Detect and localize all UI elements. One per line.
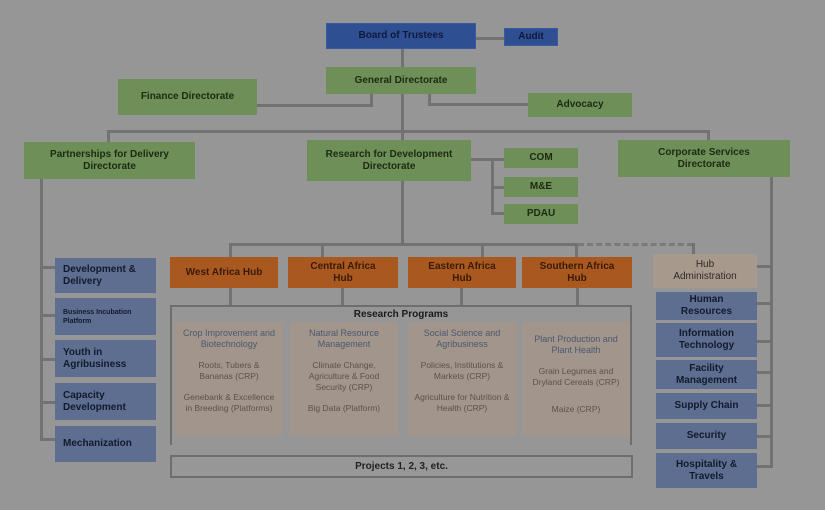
connector [481, 243, 484, 257]
connector [370, 93, 373, 107]
program-title: Social Science and Agribusiness [423, 328, 501, 349]
connector [229, 243, 232, 257]
connector [756, 465, 771, 468]
program-item: Policies, Institutions & Markets (CRP) [420, 360, 504, 381]
connector [428, 93, 431, 105]
corporate-unit[interactable]: Information Technology [656, 323, 757, 357]
program-title: Natural Resource Management [308, 328, 380, 349]
hub-eastern-africa[interactable]: Eastern Africa Hub [408, 257, 516, 288]
program-item: Grain Legumes and Dryland Cereals (CRP) [532, 366, 620, 387]
connector [40, 401, 55, 404]
connector [756, 371, 771, 374]
research-programs-header: Research Programs [170, 305, 632, 445]
connector [107, 130, 709, 133]
program-card[interactable]: Plant Production and Plant Health Grain … [522, 322, 630, 435]
connector [401, 93, 404, 143]
program-title: Crop Improvement and Biotechnology [182, 328, 276, 349]
partnership-unit[interactable]: Capacity Development [55, 383, 156, 420]
connector [401, 180, 404, 244]
partnership-unit[interactable]: Youth in Agribusiness [55, 340, 156, 377]
connector [40, 314, 55, 317]
hub-west-africa[interactable]: West Africa Hub [170, 257, 278, 288]
connector [576, 288, 579, 305]
corporate-unit[interactable]: Security [656, 423, 757, 449]
program-item: Agriculture for Nutrition & Health (CRP) [414, 392, 510, 413]
connector [229, 243, 577, 246]
dashed-connector [578, 243, 693, 246]
program-title: Plant Production and Plant Health [534, 334, 618, 355]
connector [756, 435, 771, 438]
program-card[interactable]: Social Science and Agribusiness Policies… [408, 322, 516, 435]
partnership-unit[interactable]: Mechanization [55, 426, 156, 462]
program-item: Genebank & Excellence in Breeding (Platf… [183, 392, 275, 413]
board-of-trustees-box[interactable]: Board of Trustees [326, 23, 476, 49]
connector [756, 302, 771, 305]
program-item: Roots, Tubers & Bananas (CRP) [198, 360, 260, 381]
research-directorate-box[interactable]: Research for Development Directorate [307, 140, 471, 181]
corporate-unit[interactable]: Human Resources [656, 292, 757, 320]
program-card[interactable]: Crop Improvement and Biotechnology Roots… [175, 322, 283, 435]
connector [229, 288, 232, 305]
corporate-unit[interactable]: Supply Chain [656, 393, 757, 419]
research-programs-label: Research Programs [353, 309, 449, 320]
connector [40, 178, 43, 440]
connector [756, 404, 771, 407]
hub-administration-box[interactable]: Hub Administration [653, 254, 757, 288]
connector [770, 176, 773, 468]
audit-box[interactable]: Audit [504, 28, 558, 46]
advocacy-box[interactable]: Advocacy [528, 93, 632, 117]
general-directorate-box[interactable]: General Directorate [326, 67, 476, 94]
corporate-unit[interactable]: Facility Management [656, 360, 757, 389]
connector [692, 243, 695, 255]
connector [401, 48, 404, 68]
corporate-unit[interactable]: Hospitality & Travels [656, 453, 757, 488]
connector [756, 340, 771, 343]
connector [40, 438, 55, 441]
research-unit-me[interactable]: M&E [504, 177, 578, 197]
connector [756, 265, 771, 268]
hub-southern-africa[interactable]: Southern Africa Hub [522, 257, 632, 288]
connector [341, 288, 344, 305]
connector [491, 186, 504, 189]
partnerships-directorate-box[interactable]: Partnerships for Delivery Directorate [24, 142, 195, 179]
connector [707, 130, 710, 142]
connector [40, 266, 55, 269]
connector [255, 104, 371, 107]
connector [575, 243, 578, 257]
connector [321, 243, 324, 257]
partnership-unit[interactable]: Business Incubation Platform [55, 298, 156, 335]
connector [470, 158, 504, 161]
program-card[interactable]: Natural Resource Management Climate Chan… [290, 322, 398, 435]
hub-central-africa[interactable]: Central Africa Hub [288, 257, 398, 288]
projects-bar[interactable]: Projects 1, 2, 3, etc. [170, 455, 633, 478]
research-unit-com[interactable]: COM [504, 148, 578, 168]
program-item: Climate Change, Agriculture & Food Secur… [308, 360, 380, 392]
connector [428, 103, 528, 106]
corporate-directorate-box[interactable]: Corporate Services Directorate [618, 140, 790, 177]
connector [107, 130, 110, 142]
finance-directorate-box[interactable]: Finance Directorate [118, 79, 257, 115]
program-item: Big Data (Platform) [307, 403, 381, 413]
connector [40, 358, 55, 361]
program-item: Maize (CRP) [551, 404, 601, 414]
partnership-unit[interactable]: Development & Delivery [55, 258, 156, 293]
connector [460, 288, 463, 305]
connector [491, 212, 504, 215]
research-unit-pdau[interactable]: PDAU [504, 204, 578, 224]
connector [476, 37, 504, 40]
